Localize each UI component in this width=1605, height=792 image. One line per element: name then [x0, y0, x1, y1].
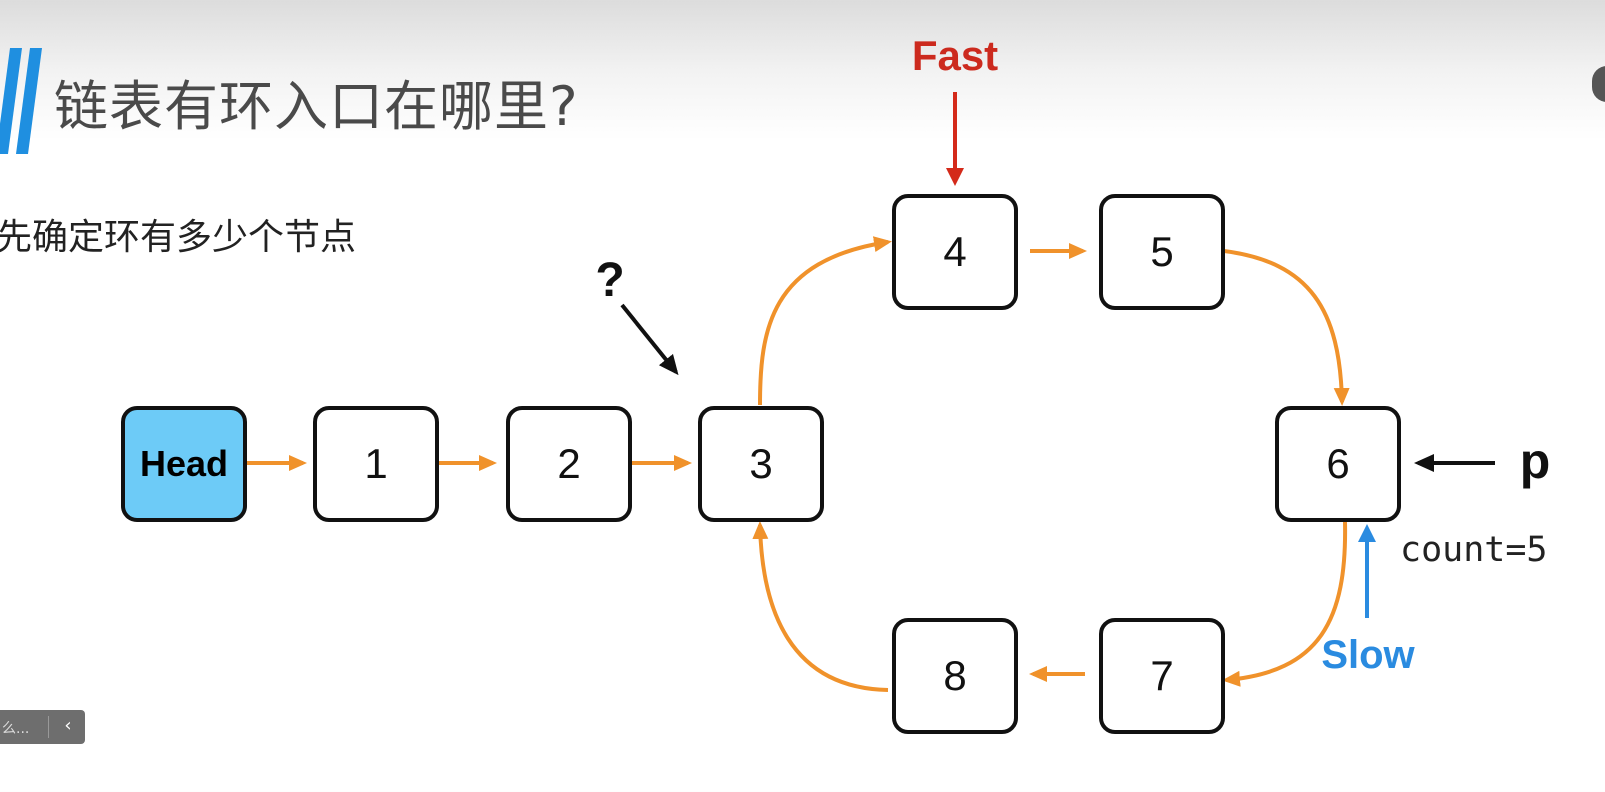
node-label-4: 4: [943, 228, 966, 275]
edge-3-4: [758, 236, 892, 406]
slide-title: 链表有环入口在哪里?: [54, 75, 579, 138]
node-label-3: 3: [749, 440, 772, 487]
slide-subtitle: 先确定环有多少个节点: [0, 217, 357, 258]
player-caption: 么...: [2, 721, 30, 737]
edge-5-6: [1223, 249, 1350, 406]
node-label-7: 7: [1150, 652, 1173, 699]
entry-question-label: ?: [595, 254, 624, 307]
node-6: 6: [1275, 406, 1401, 522]
node-1: 1: [313, 406, 439, 522]
node-label-5: 5: [1150, 228, 1173, 275]
node-5: 5: [1099, 194, 1225, 310]
node-3: 3: [698, 406, 824, 522]
count-label: count=5: [1400, 530, 1548, 570]
chevron-left-icon[interactable]: ‹: [64, 715, 72, 736]
node-label-2: 2: [557, 440, 580, 487]
p-pointer-label: p: [1520, 433, 1551, 489]
entry-question-arrow: [620, 303, 679, 376]
node-head: Head: [121, 406, 247, 522]
node-8: 8: [892, 618, 1018, 734]
player-caption-bar[interactable]: 么... ‹: [0, 710, 85, 744]
node-label-8: 8: [943, 652, 966, 699]
slow-pointer-label: Slow: [1321, 633, 1415, 677]
player-divider: [48, 716, 49, 738]
node-4: 4: [892, 194, 1018, 310]
side-toggle-button[interactable]: [1592, 66, 1605, 102]
node-label-1: 1: [364, 440, 387, 487]
node-7: 7: [1099, 618, 1225, 734]
edge-6-7: [1222, 521, 1348, 687]
node-label-head: Head: [140, 443, 228, 484]
node-label-6: 6: [1326, 440, 1349, 487]
edges: [247, 236, 1350, 692]
fast-pointer-label: Fast: [912, 32, 998, 79]
node-2: 2: [506, 406, 632, 522]
title-accent-bars: [0, 48, 42, 154]
edge-8-3: [752, 521, 889, 692]
